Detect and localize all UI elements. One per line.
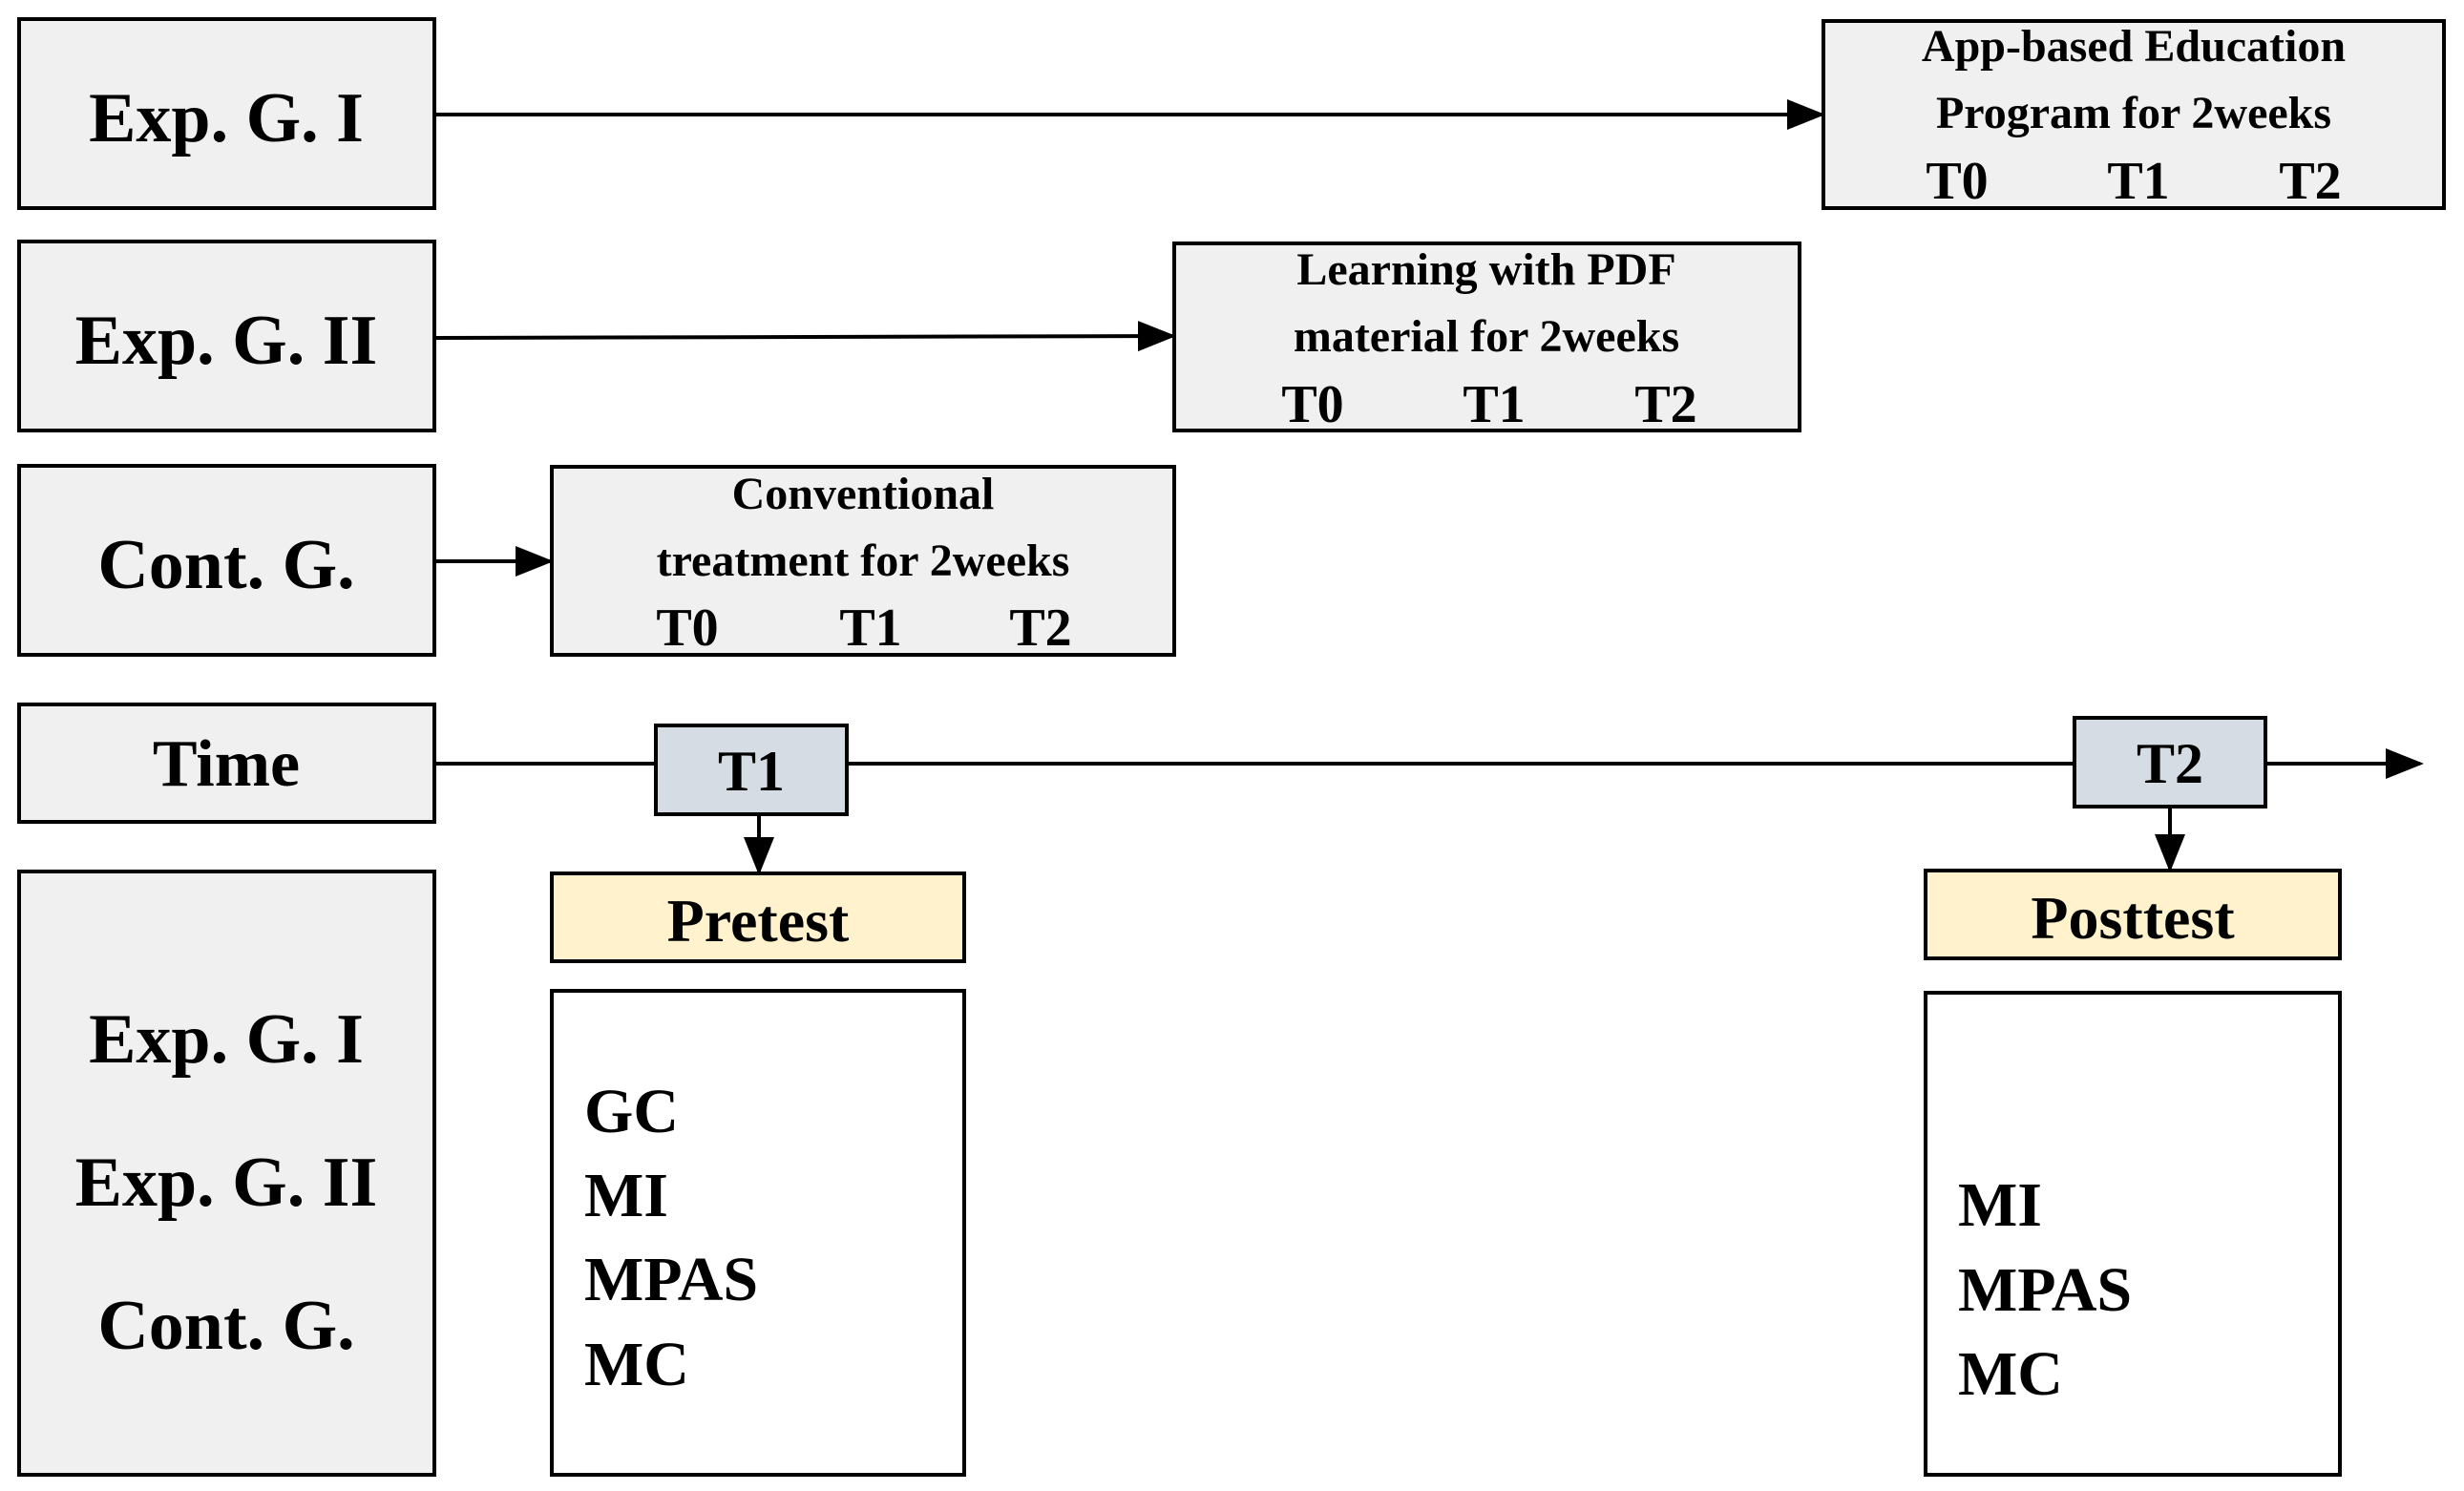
pretest-measure: MI <box>584 1161 668 1230</box>
timeline-marker-t2 <box>2073 716 2267 808</box>
pretest-measure: GC <box>584 1077 679 1146</box>
row-control-group: Cont. G. Conventional treatment for 2wee… <box>17 464 1176 658</box>
group-label-box-exp2 <box>17 240 436 432</box>
intervention-box-cont <box>550 465 1176 657</box>
pretest-measures-box <box>550 989 966 1477</box>
intervention-exp2-t2: T2 <box>1634 375 1696 434</box>
intervention-exp2-line1: Learning with PDF <box>1296 244 1675 295</box>
intervention-exp2-line2: material for 2weeks <box>1294 311 1679 362</box>
intervention-exp2-t0: T0 <box>1281 375 1343 434</box>
row-exp-group-2: Exp. G. II Learning with PDF material fo… <box>17 240 1801 434</box>
time-label: Time <box>153 727 300 801</box>
intervention-box-exp1 <box>1822 19 2446 210</box>
posttest-measure: MI <box>1958 1170 2042 1240</box>
intervention-exp1-line1: App-based Education <box>1922 21 2346 72</box>
pretest-measure: MC <box>584 1330 689 1399</box>
posttest-measure: MPAS <box>1958 1255 2132 1325</box>
intervention-exp1-line2: Program for 2weeks <box>1936 88 2331 138</box>
groups-summary-exp2: Exp. G. II <box>75 1144 378 1222</box>
posttest-measure: MC <box>1958 1339 2063 1409</box>
timeline-marker-t1-label: T1 <box>718 740 785 803</box>
timeline-marker-t1 <box>654 724 849 816</box>
row-measurements: Exp. G. I Exp. G. II Cont. G. Pretest GC… <box>17 869 2342 1477</box>
group-label-cont: Cont. G. <box>97 526 354 604</box>
groups-summary-exp1: Exp. G. I <box>89 1000 364 1079</box>
intervention-exp1-t0: T0 <box>1926 152 1988 211</box>
time-label-box <box>17 703 436 824</box>
group-label-box-exp1 <box>17 17 436 210</box>
intervention-cont-t0: T0 <box>656 598 718 658</box>
pretest-label: Pretest <box>667 887 850 955</box>
intervention-cont-t1: T1 <box>839 598 901 658</box>
groups-summary-box <box>17 870 436 1477</box>
posttest-header-box <box>1924 869 2342 960</box>
pretest-header-box <box>550 872 966 963</box>
posttest-measures-box <box>1924 991 2342 1477</box>
intervention-exp1-t1: T1 <box>2107 152 2169 211</box>
group-label-exp1: Exp. G. I <box>89 79 364 158</box>
group-label-exp2: Exp. G. II <box>75 302 378 380</box>
posttest-label: Posttest <box>2031 884 2235 952</box>
intervention-cont-t2: T2 <box>1009 598 1071 658</box>
pretest-measure: MPAS <box>584 1245 758 1314</box>
intervention-exp1-t2: T2 <box>2279 152 2341 211</box>
intervention-exp2-t1: T1 <box>1463 375 1525 434</box>
timeline-marker-t2-label: T2 <box>2137 732 2203 795</box>
intervention-box-exp2 <box>1172 242 1801 432</box>
row-exp-group-1: Exp. G. I App-based Education Program fo… <box>17 17 2446 211</box>
groups-summary-cont: Cont. G. <box>97 1287 354 1365</box>
intervention-cont-line1: Conventional <box>732 469 995 519</box>
arrow-exp2-to-intervention <box>433 321 1176 352</box>
intervention-cont-line2: treatment for 2weeks <box>657 536 1070 586</box>
row-time: Time T1 T2 <box>17 703 2424 875</box>
